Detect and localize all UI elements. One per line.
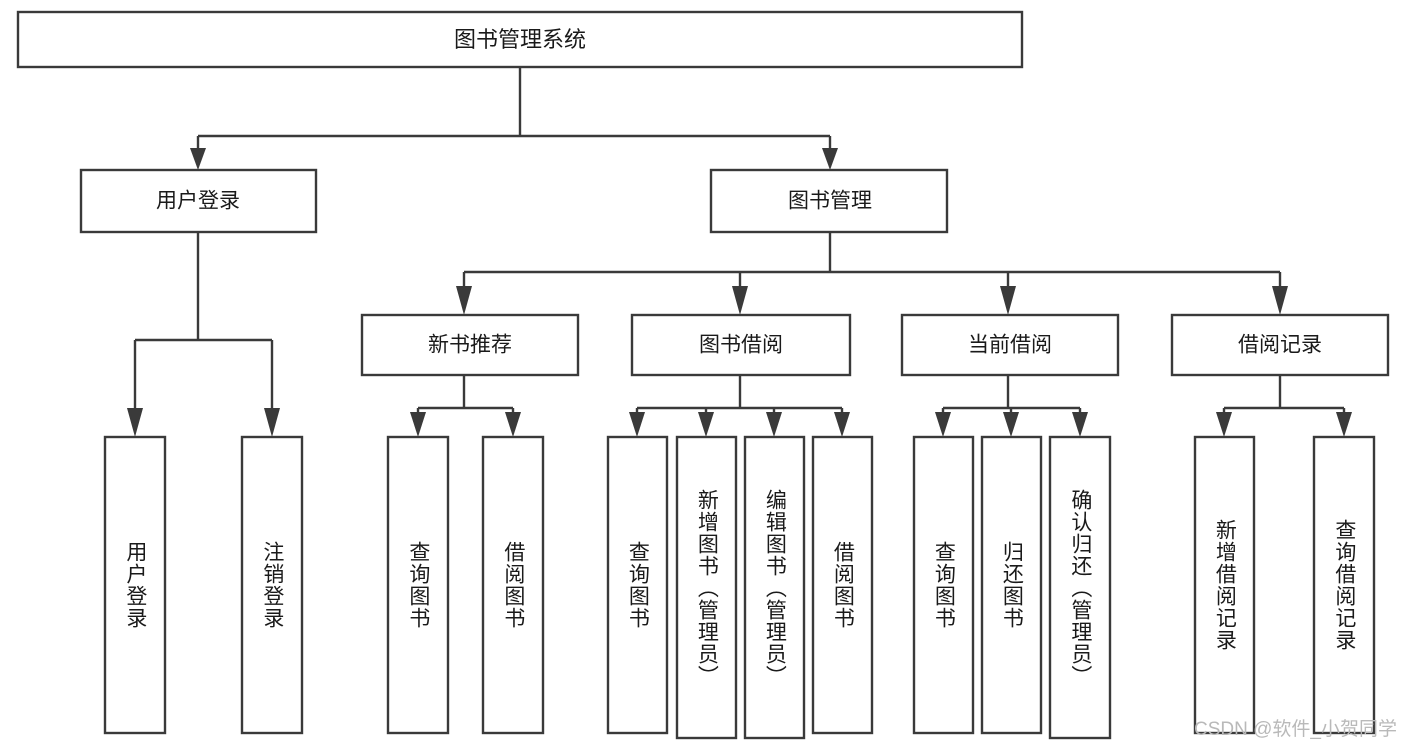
leaf-box-logout[interactable]: [240, 435, 304, 735]
connectors-root-to-level2: [190, 67, 838, 170]
node-current-borrow-box[interactable]: [900, 313, 1120, 377]
arrowhead-bookmgmt: [822, 148, 838, 170]
arrowhead-newbook: [456, 286, 472, 315]
node-borrow-record-box[interactable]: [1170, 313, 1390, 377]
arrowhead-borrowrecord: [1272, 286, 1288, 315]
node-new-book-recommend-label: 新书推荐: [428, 334, 512, 357]
arrowhead-leaf-user-login: [127, 408, 143, 437]
node-new-book-recommend[interactable]: 新书推荐: [360, 313, 580, 377]
arrowhead-leaf-borrow-book-1: [505, 412, 521, 437]
node-book-borrow-label: 图书借阅: [699, 334, 783, 357]
leaf-boxes-borrow-record: [1193, 435, 1376, 735]
node-current-borrow-label: 当前借阅: [968, 334, 1052, 357]
node-root-label: 图书管理系统: [454, 27, 586, 52]
leaf-box-add-record[interactable]: [1193, 435, 1256, 735]
connectors-borrowrecord-to-leaves: [1216, 375, 1352, 437]
leaf-boxes-new-book: [386, 435, 545, 735]
leaf-box-query-record[interactable]: [1312, 435, 1376, 735]
node-book-management-box[interactable]: [709, 168, 949, 234]
connectors-bookborrow-to-leaves: [629, 375, 850, 437]
connectors-userlogin-to-leaves: [127, 232, 280, 437]
leaf-box-borrow-book-1[interactable]: [481, 435, 545, 735]
arrowhead-currentborrow: [1000, 286, 1016, 315]
connectors-currentborrow-to-leaves: [935, 375, 1088, 437]
node-book-management-label: 图书管理: [788, 190, 872, 213]
arrowhead-leaf-query-record: [1336, 412, 1352, 437]
leaf-box-query-book-2[interactable]: [606, 435, 669, 735]
arrowhead-leaf-add-record: [1216, 412, 1232, 437]
arrowhead-bookborrow: [732, 286, 748, 315]
connectors-newbook-to-leaves: [410, 375, 521, 437]
node-new-book-recommend-box[interactable]: [360, 313, 580, 377]
node-book-borrow-box[interactable]: [630, 313, 852, 377]
arrowhead-leaf-query-book-1: [410, 412, 426, 437]
node-borrow-record[interactable]: 借阅记录: [1170, 313, 1390, 377]
arrowhead-leaf-return-book: [1003, 412, 1019, 437]
node-book-borrow[interactable]: 图书借阅: [630, 313, 852, 377]
node-borrow-record-label: 借阅记录: [1238, 334, 1322, 357]
node-book-management[interactable]: 图书管理: [709, 168, 949, 234]
node-root-box[interactable]: [16, 10, 1024, 69]
leaf-box-query-book-3[interactable]: [912, 435, 975, 735]
leaf-boxes-user-login: [103, 435, 304, 735]
arrowhead-leaf-add-book: [698, 412, 714, 437]
node-current-borrow[interactable]: 当前借阅: [900, 313, 1120, 377]
leaf-boxes-book-borrow: [606, 435, 874, 740]
leaf-box-confirm-return[interactable]: [1048, 435, 1112, 740]
leaf-box-return-book[interactable]: [980, 435, 1043, 735]
leaf-box-query-book-1[interactable]: [386, 435, 450, 735]
arrowhead-leaf-borrow-book-2: [834, 412, 850, 437]
node-user-login[interactable]: 用户登录: [79, 168, 318, 234]
arrowhead-leaf-confirm-return: [1072, 412, 1088, 437]
connectors-bookmgmt-to-level3: [456, 232, 1288, 315]
node-user-login-label: 用户登录: [156, 190, 240, 213]
leaf-box-add-book[interactable]: [675, 435, 738, 740]
arrowhead-leaf-edit-book: [766, 412, 782, 437]
arrowhead-leaf-query-book-2: [629, 412, 645, 437]
leaf-boxes-current-borrow: [912, 435, 1112, 740]
leaf-box-user-login[interactable]: [103, 435, 167, 735]
node-root[interactable]: 图书管理系统: [16, 10, 1024, 69]
arrowhead-leaf-query-book-3: [935, 412, 951, 437]
node-user-login-box[interactable]: [79, 168, 318, 234]
leaf-box-borrow-book-2[interactable]: [811, 435, 874, 735]
leaf-box-edit-book[interactable]: [743, 435, 806, 740]
arrowhead-leaf-logout: [264, 408, 280, 437]
arrowhead-userlogin: [190, 148, 206, 170]
